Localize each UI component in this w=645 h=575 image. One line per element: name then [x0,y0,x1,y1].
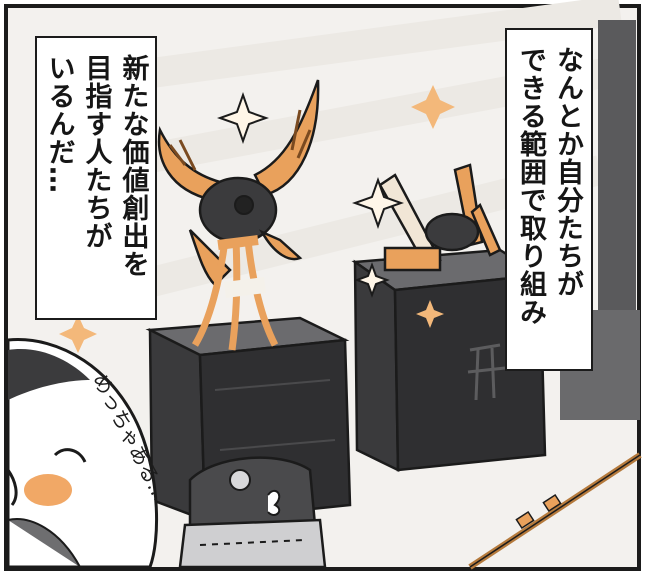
foreground-armor [178,456,327,569]
kabuto-helmet [157,79,320,351]
narration-line: 目指す人たちが [80,54,112,250]
narration-line: できる範囲で取り組み [515,46,546,326]
character-eye [53,448,87,463]
narration-line: 新たな価値創出を [117,54,149,278]
narration-line: いるんだ… [43,54,75,194]
narration-box-right: なんとか自分たちが できる範囲で取り組み [505,28,593,371]
left-pedestal [145,316,352,522]
pedestal-glyph [467,343,506,401]
character-cheek [24,474,72,506]
narration-line: なんとか自分たちが [552,46,583,298]
character [6,338,159,569]
orange-star-icons [59,85,455,353]
sparkle-icon [354,262,390,298]
sparkle-icon [351,176,405,230]
armor-piece [378,163,502,272]
sparkle-icon [216,91,270,145]
character-mouth [6,469,18,506]
sparkle-icons [216,91,405,298]
narration-box-left: 新たな価値創出を 目指す人たちが いるんだ… [35,36,157,320]
spear [468,452,642,570]
